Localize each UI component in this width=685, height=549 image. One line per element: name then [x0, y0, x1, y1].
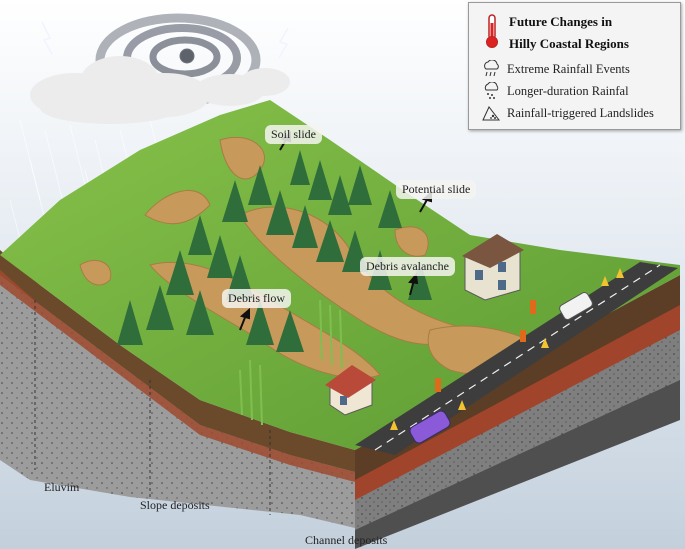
- callout-debris-flow: Debris flow: [222, 289, 291, 308]
- label-eluvim: Eluvim: [44, 480, 80, 494]
- legend-item-landslides: Rainfall-triggered Landslides: [481, 103, 654, 123]
- lightning-icon: [41, 21, 53, 55]
- legend-item-label: Extreme Rainfall Events: [507, 61, 630, 76]
- legend-item-label: Rainfall-triggered Landslides: [507, 105, 654, 120]
- legend-box: Future Changes in Hilly Coastal Regions …: [468, 2, 681, 130]
- label-slope-deposits: Slope deposits: [140, 498, 210, 512]
- legend-title-line2: Hilly Coastal Regions: [509, 36, 629, 51]
- legend-item-extreme-rainfall: Extreme Rainfall Events: [481, 59, 630, 79]
- drizzle-cloud-icon: [484, 82, 499, 99]
- conifer-trees: [117, 150, 432, 352]
- callout-debris-avalanche: Debris avalanche: [360, 257, 455, 276]
- callout-soil-slide: Soil slide: [265, 125, 323, 144]
- legend-item-label: Longer-duration Rainfal: [507, 83, 629, 98]
- legend-title-line1: Future Changes in: [509, 14, 613, 29]
- road-markings: [374, 264, 661, 451]
- rain-cloud-icon: [484, 60, 499, 77]
- legend-item-longer-rainfall: Longer-duration Rainfal: [481, 81, 629, 101]
- bamboo: [239, 299, 343, 426]
- warning-signs: [390, 268, 624, 430]
- workers: [435, 300, 536, 392]
- geological-layers: [0, 250, 680, 549]
- label-channel-deposits: Channel deposits: [305, 533, 388, 547]
- legend-title: Future Changes in Hilly Coastal Regions: [509, 11, 629, 55]
- callout-potential-slide: Potential slide: [396, 180, 477, 199]
- lightning-icon: [278, 27, 289, 59]
- purple-car: [409, 410, 451, 444]
- storm-cloud: [30, 56, 290, 124]
- landslide-icon: [482, 106, 501, 121]
- white-car: [559, 292, 593, 320]
- damaged-house: [325, 365, 376, 416]
- thermometer-icon: [486, 14, 498, 48]
- house-building: [462, 234, 524, 301]
